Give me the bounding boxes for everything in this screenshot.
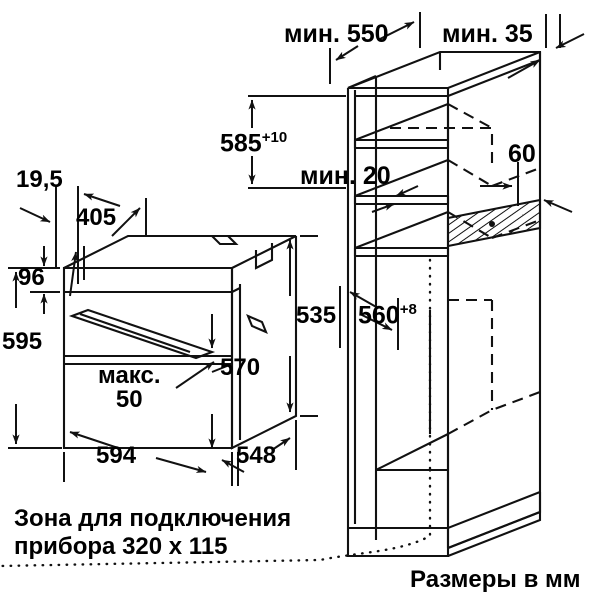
dim-label-max-gap-line1: макс. [98, 362, 161, 389]
dim-label-min-gap-rear: мин. 20 [300, 162, 391, 190]
connection-zone-note-line2: прибора 320 x 115 [14, 533, 228, 561]
dim-tolerance-niche-height: +10 [261, 129, 288, 146]
dim-label-body-height: 570 [220, 354, 261, 381]
dim-label-max-gap-line2: 50 [115, 386, 143, 414]
dim-label-front-height: 595 [2, 328, 43, 355]
dim-label-min-depth: мин. 550 [284, 20, 389, 48]
socket-hatch-block [446, 198, 542, 248]
cable-route-dotted [0, 258, 432, 568]
dim-value-niche-width: 560 [358, 301, 400, 330]
dim-label-panel-depth: 19,5 [16, 166, 63, 193]
dim-label-shelf-offset: 60 [508, 140, 536, 168]
dim-label-niche-clearance: 535 [296, 302, 337, 329]
dimension-lines [8, 12, 585, 486]
dim-label-niche-height: 585+10 [220, 130, 287, 157]
units-note: Размеры в мм [410, 566, 581, 593]
connection-zone-note-line1: Зона для подключения [14, 505, 292, 532]
dim-label-min-gap-top: мин. 35 [442, 20, 533, 48]
dim-label-niche-width: 560+8 [358, 302, 417, 329]
cabinet-outline [346, 50, 542, 558]
dim-label-body-depth: 548 [236, 442, 277, 469]
oven-outline [62, 234, 298, 450]
dim-value-niche-height: 585 [220, 129, 262, 158]
dim-label-front-top: 96 [18, 264, 45, 291]
dim-label-front-width: 594 [96, 442, 137, 469]
dim-tolerance-niche-width: +8 [399, 301, 417, 318]
connection-zone-note: Зона для подключения прибора 320 x 115 [14, 505, 291, 562]
dim-label-top-depth: 405 [76, 204, 117, 231]
dim-label-max-gap: макс. 50 [98, 362, 161, 414]
